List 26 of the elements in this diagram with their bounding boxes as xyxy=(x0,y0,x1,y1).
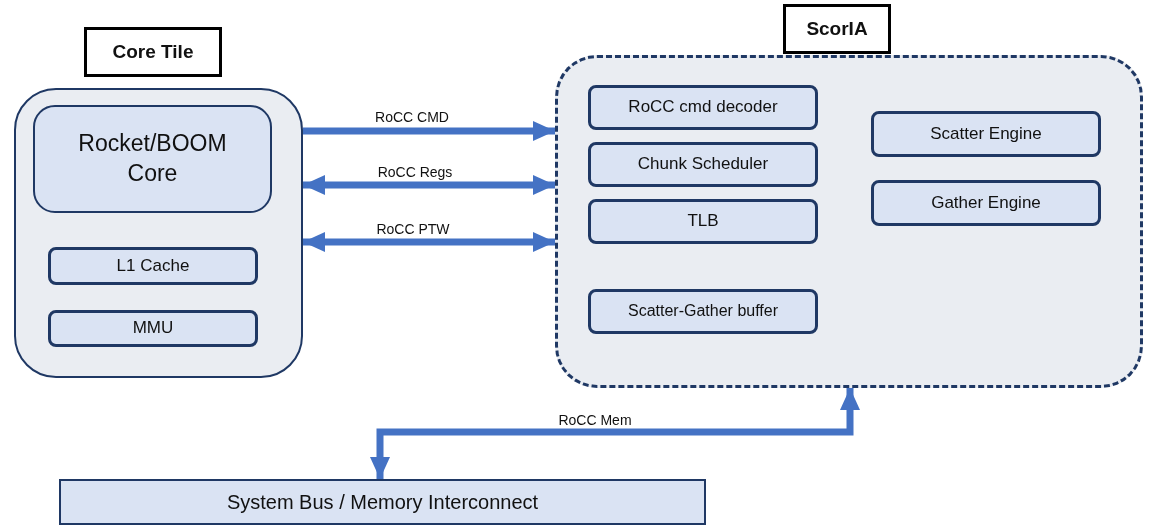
box-label: L1 Cache xyxy=(115,254,191,277)
bus-bar xyxy=(59,479,706,525)
box-label: RoCC cmd decoder xyxy=(627,96,779,119)
title-tab: ScorIA xyxy=(783,4,891,54)
arrow xyxy=(303,121,555,141)
module-box xyxy=(871,180,1101,226)
box-label: Rocket/BOOM Core xyxy=(77,129,228,188)
core-box xyxy=(33,105,272,213)
box-label: Scatter Engine xyxy=(929,122,1043,145)
module-box xyxy=(48,310,258,347)
box-label: MMU xyxy=(131,317,175,340)
module-box xyxy=(588,199,818,244)
arrow xyxy=(303,232,555,252)
box-label: TLB xyxy=(686,210,720,233)
box-label: Gather Engine xyxy=(930,191,1042,214)
module-box xyxy=(48,247,258,285)
title-tab: Core Tile xyxy=(84,27,222,77)
module-box xyxy=(588,142,818,187)
module-box xyxy=(588,85,818,130)
arrow xyxy=(370,388,860,479)
box-label: Scatter-Gather buffer xyxy=(627,301,779,322)
module-box xyxy=(871,111,1101,157)
arrow xyxy=(303,175,555,195)
box-label: System Bus / Memory Interconnect xyxy=(225,490,540,515)
box-label: Chunk Scheduler xyxy=(636,153,770,176)
module-box xyxy=(588,289,818,334)
